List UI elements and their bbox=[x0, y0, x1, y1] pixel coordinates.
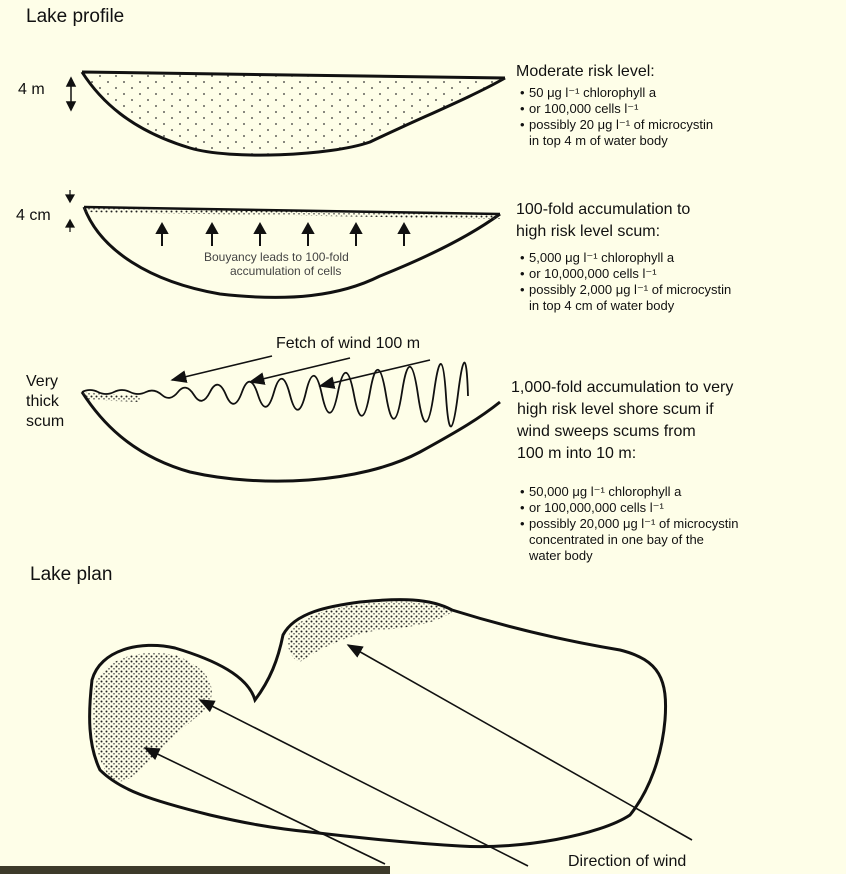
list-item: concentrated in one bay of the bbox=[520, 532, 738, 548]
high-risk-list: •5,000 μg l⁻¹ chlorophyll a •or 10,000,0… bbox=[520, 250, 731, 314]
wind-fetch-arrows bbox=[172, 356, 430, 386]
list-item: •possibly 2,000 μg l⁻¹ of microcystin bbox=[520, 282, 731, 298]
lake-profile-heading: Lake profile bbox=[26, 6, 124, 28]
depth-label-4m: 4 m bbox=[18, 80, 45, 100]
list-item: •50,000 μg l⁻¹ chlorophyll a bbox=[520, 484, 738, 500]
depth-label-4cm: 4 cm bbox=[16, 206, 51, 226]
high-risk-title-1: 100-fold accumulation to bbox=[516, 200, 690, 220]
wind-fetch-label: Fetch of wind 100 m bbox=[276, 334, 420, 354]
very-high-risk-list: •50,000 μg l⁻¹ chlorophyll a •or 100,000… bbox=[520, 484, 738, 564]
buoyancy-label-1: Bouyancy leads to 100-fold bbox=[204, 250, 349, 264]
very-high-risk-title-3: wind sweeps scums from bbox=[517, 422, 696, 442]
moderate-risk-list: •50 μg l⁻¹ chlorophyll a •or 100,000 cel… bbox=[520, 85, 713, 149]
list-item: •50 μg l⁻¹ chlorophyll a bbox=[520, 85, 713, 101]
direction-of-wind-label: Direction of wind bbox=[568, 852, 686, 872]
depth-arrows-4cm bbox=[66, 190, 74, 232]
thick-scum-label-1: Very bbox=[26, 372, 58, 392]
photo-strip bbox=[0, 866, 390, 874]
list-item: in top 4 m of water body bbox=[520, 133, 713, 149]
lake-profile-shore-scum bbox=[82, 362, 500, 481]
very-high-risk-title-2: high risk level shore scum if bbox=[517, 400, 714, 420]
list-item: in top 4 cm of water body bbox=[520, 298, 731, 314]
list-item: •or 10,000,000 cells l⁻¹ bbox=[520, 266, 731, 282]
buoyancy-label-2: accumulation of cells bbox=[230, 264, 341, 278]
thick-scum-label-2: thick bbox=[26, 392, 59, 412]
buoyancy-arrows bbox=[157, 224, 409, 246]
list-item: water body bbox=[520, 548, 738, 564]
high-risk-title-2: high risk level scum: bbox=[516, 222, 660, 242]
list-item: •possibly 20,000 μg l⁻¹ of microcystin bbox=[520, 516, 738, 532]
very-high-risk-title-4: 100 m into 10 m: bbox=[517, 444, 636, 464]
lake-profile-moderate bbox=[82, 72, 505, 155]
list-item: •or 100,000 cells l⁻¹ bbox=[520, 101, 713, 117]
list-item: •5,000 μg l⁻¹ chlorophyll a bbox=[520, 250, 731, 266]
lake-plan-heading: Lake plan bbox=[30, 564, 112, 586]
list-item: •possibly 20 μg l⁻¹ of microcystin bbox=[520, 117, 713, 133]
moderate-risk-title: Moderate risk level: bbox=[516, 62, 655, 82]
list-item: •or 100,000,000 cells l⁻¹ bbox=[520, 500, 738, 516]
very-high-risk-title-1: 1,000-fold accumulation to very bbox=[511, 378, 733, 398]
thick-scum-label-3: scum bbox=[26, 412, 64, 432]
lake-plan-outline bbox=[90, 600, 666, 847]
depth-arrow-4m bbox=[67, 78, 75, 110]
